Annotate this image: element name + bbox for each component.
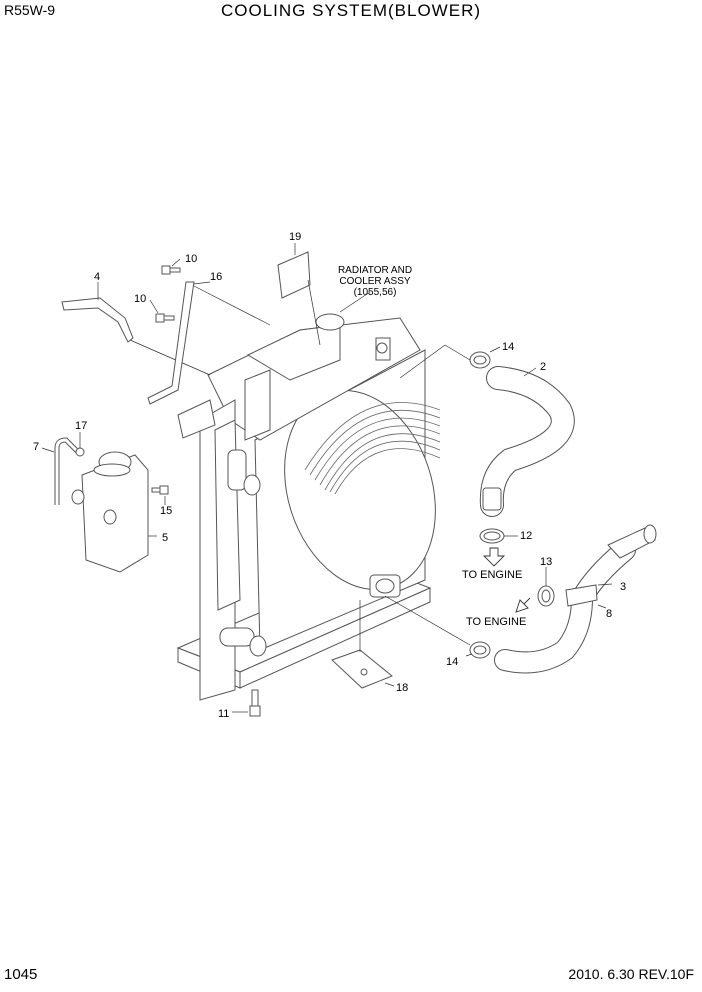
callout-3: 3 (620, 581, 626, 593)
callout-8: 8 (606, 608, 612, 620)
callout-12: 12 (520, 530, 532, 542)
bolt-10-lower (149, 299, 175, 323)
page-number: 1045 (4, 966, 38, 983)
part-19-plate (277, 243, 321, 346)
to-engine-arrow-1 (482, 547, 506, 567)
clamp-13 (537, 567, 555, 607)
callout-13: 13 (540, 556, 552, 568)
part-18-plate (331, 600, 395, 689)
model-code: R55W-9 (4, 2, 56, 18)
callout-11: 11 (218, 708, 229, 720)
radiator-note-leader (339, 291, 371, 313)
callout-14-upper: 14 (502, 341, 514, 353)
callout-15: 15 (160, 505, 172, 517)
callout-4: 4 (94, 271, 100, 283)
bolt-15 (151, 485, 169, 505)
clamp-14-lower (384, 595, 491, 659)
callout-16: 16 (210, 271, 222, 283)
bolt-10-upper (161, 258, 181, 275)
radiator-note-line3: (1055,56) (354, 287, 397, 298)
callout-17: 17 (75, 420, 87, 432)
part-17-clip (75, 432, 85, 457)
revision-date: 2010. 6.30 REV.10F (568, 966, 694, 982)
callout-14-lower: 14 (446, 656, 458, 668)
to-engine-arrow-2 (515, 597, 531, 613)
callout-7: 7 (33, 441, 39, 453)
part-8-lower-hose (494, 539, 636, 674)
page-title: COOLING SYSTEM(BLOWER) (220, 1, 482, 20)
callout-19: 19 (289, 231, 301, 243)
part-4-bracket (61, 282, 211, 376)
part-5-reservoir-tank (71, 451, 157, 573)
radiator-side-frame (177, 369, 401, 701)
part-7-overflow-hose (41, 437, 80, 505)
clamp-12 (479, 528, 518, 544)
clamp-14-upper (399, 344, 501, 379)
to-engine-label-1: TO ENGINE (462, 569, 522, 581)
part-2-upper-hose (479, 366, 575, 517)
callout-2: 2 (540, 361, 546, 373)
callout-5: 5 (162, 532, 168, 544)
part-16-stay (147, 281, 271, 405)
radiator-note-line2: COOLER ASSY (339, 276, 410, 287)
bolt-11 (232, 689, 261, 717)
to-engine-label-2: TO ENGINE (466, 616, 526, 628)
part-3-pipe (565, 524, 657, 607)
callout-10-upper: 10 (185, 253, 197, 265)
callout-18: 18 (396, 682, 408, 694)
callout-10-lower: 10 (134, 293, 146, 305)
radiator-note-line1: RADIATOR AND (338, 265, 412, 276)
